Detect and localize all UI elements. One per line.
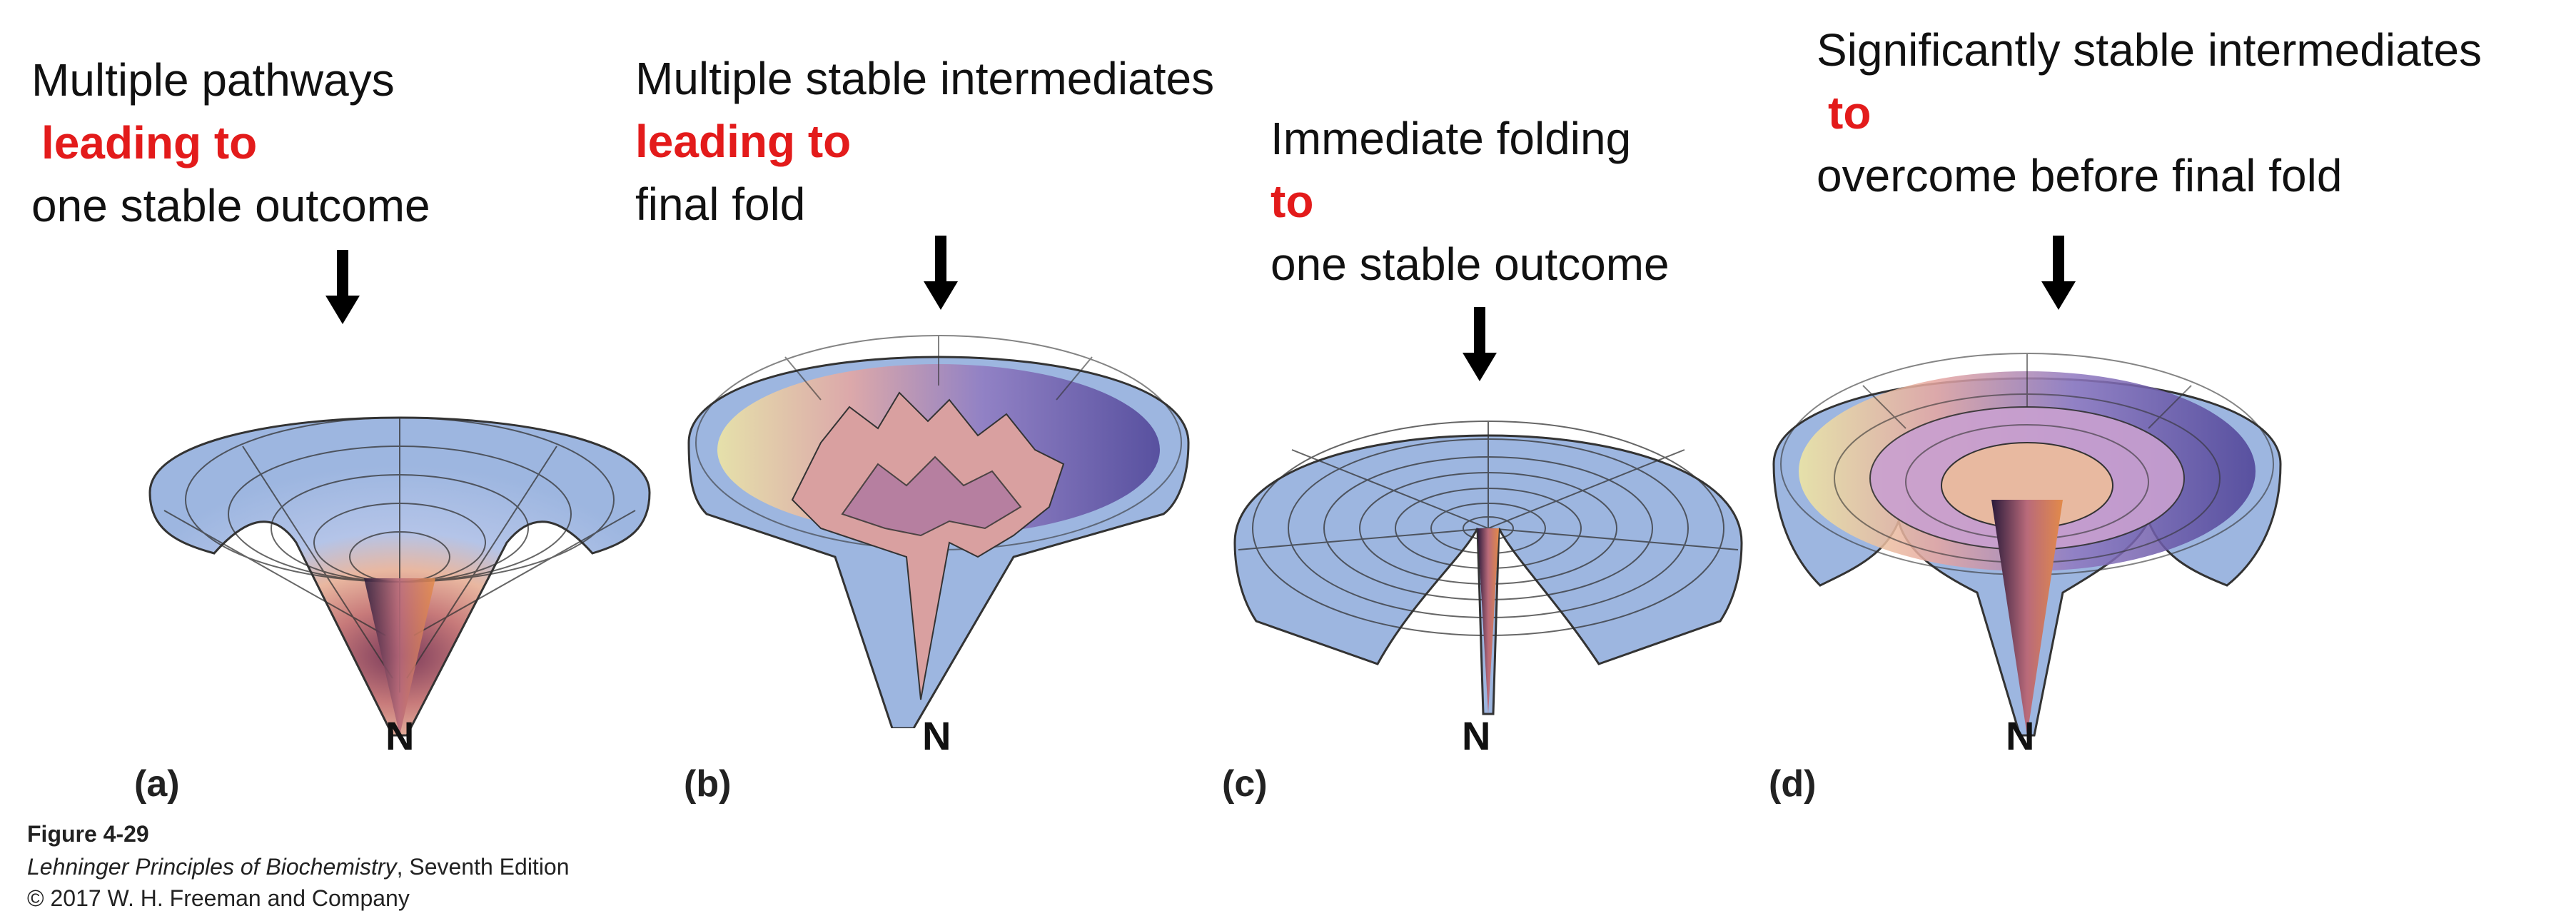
panel-label-a: (a) [134, 763, 180, 805]
native-state-label-b: N [922, 713, 951, 758]
caption-d-line-2: to [1828, 87, 1872, 139]
caption-b: Multiple stable intermediates leading to… [635, 47, 1214, 236]
caption-d-line-3: overcome before final fold [1817, 150, 2343, 201]
funnel-diagram-d [1772, 353, 2282, 737]
figure-source: Lehninger Principles of Biochemistry, Se… [27, 854, 570, 880]
native-state-label-d: N [2006, 713, 2035, 758]
down-arrow-icon-d [2041, 236, 2076, 310]
down-arrow-icon-a [325, 250, 360, 324]
figure-number: Figure 4-29 [27, 821, 149, 847]
down-arrow-icon-b [924, 236, 958, 310]
caption-b-line-1: Multiple stable intermediates [635, 53, 1215, 104]
funnel-diagram-a [148, 416, 651, 737]
book-title: Lehninger Principles of Biochemistry [27, 854, 397, 880]
panel-label-c: (c) [1222, 763, 1268, 805]
caption-a-line-3: one stable outcome [31, 180, 430, 231]
panel-label-d: (d) [1769, 763, 1817, 805]
caption-c-line-1: Immediate folding [1271, 113, 1632, 164]
book-edition: , Seventh Edition [396, 854, 570, 880]
funnel-diagram-b [687, 335, 1190, 728]
funnel-diagram-c [1233, 421, 1743, 715]
caption-c: Immediate folding to one stable outcome [1271, 107, 1670, 296]
caption-b-line-3: final fold [635, 178, 806, 230]
panel-label-b: (b) [684, 763, 732, 805]
caption-d: Significantly stable intermediates to ov… [1817, 19, 2482, 207]
caption-c-line-3: one stable outcome [1271, 238, 1670, 290]
caption-b-line-2: leading to [635, 116, 852, 167]
caption-a-line-1: Multiple pathways [31, 54, 395, 106]
native-state-label-c: N [1462, 713, 1491, 758]
figure-copyright: © 2017 W. H. Freeman and Company [27, 885, 410, 911]
down-arrow-icon-c [1463, 307, 1497, 381]
caption-a-line-2: leading to [41, 117, 258, 168]
caption-a: Multiple pathways leading to one stable … [31, 49, 430, 237]
caption-d-line-1: Significantly stable intermediates [1817, 24, 2482, 76]
native-state-label-a: N [385, 713, 415, 758]
caption-c-line-2: to [1271, 176, 1314, 227]
